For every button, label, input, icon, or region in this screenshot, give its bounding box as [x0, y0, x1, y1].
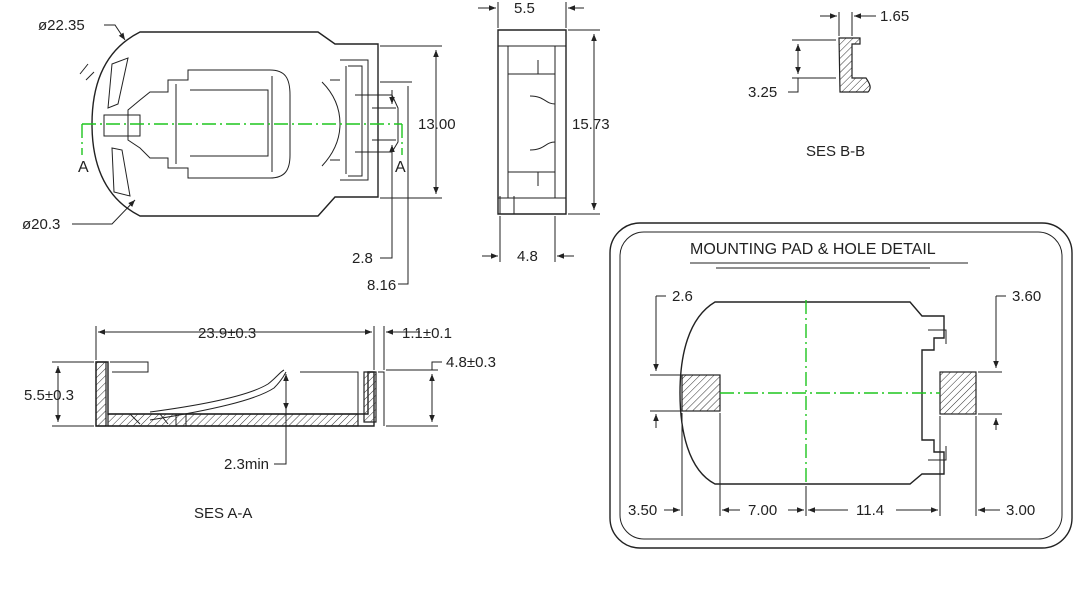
dim-aa-clearance: 2.3min: [224, 456, 269, 473]
dim-aa-length: 23.9±0.3: [198, 325, 256, 342]
pad-detail-panel: MOUNTING PAD & HOLE DETAIL 2.6 3.60 3.50…: [609, 222, 1073, 549]
right-pad: [939, 371, 977, 415]
section-bb-title: SES B-B: [806, 143, 865, 160]
dim-inner-diameter: ø20.3: [22, 216, 60, 233]
dim-a: 3.50: [628, 502, 657, 519]
dim-outer-diameter: ø22.35: [38, 17, 85, 34]
left-pad: [681, 374, 721, 412]
dim-aa-height-right: 4.8±0.3: [446, 354, 496, 371]
battery-cavity: [127, 69, 291, 179]
dim-height: 15.73: [572, 116, 610, 133]
outer-frame: [609, 222, 1073, 549]
section-mark-right: A: [395, 159, 406, 176]
dim-bb-height: 3.25: [748, 84, 777, 101]
dim-c: 11.4: [856, 502, 884, 519]
holder-outline: [91, 31, 379, 217]
dim-aa-height-left: 5.5±0.3: [24, 387, 74, 404]
top-view: A A ø22.35 ø20.3 13.00 2.8 8.16: [22, 17, 456, 294]
section-bb-profile: [838, 37, 871, 93]
dim-right-pad: 3.60: [1012, 288, 1041, 305]
section-mark-left: A: [78, 159, 89, 176]
dim-aa-tab: 1.1±0.1: [402, 325, 452, 342]
dim-b: 7.00: [748, 502, 777, 519]
pad-holder-outline: [679, 301, 945, 485]
dim-spring-width: 2.8: [352, 250, 373, 267]
pad-detail-title: MOUNTING PAD & HOLE DETAIL: [690, 241, 936, 258]
side-outline: [497, 29, 567, 215]
dim-left-pad: 2.6: [672, 288, 693, 305]
section-aa-title: SES A-A: [194, 505, 252, 522]
dim-d: 3.00: [1006, 502, 1035, 519]
side-view: 5.5 15.73 4.8: [478, 0, 610, 265]
spring-contact: [321, 59, 369, 181]
dim-width-top: 5.5: [514, 0, 535, 17]
dim-width-bottom: 4.8: [517, 248, 538, 265]
inner-frame: [619, 231, 1063, 540]
dim-bb-thickness: 1.65: [880, 8, 909, 25]
dim-spring-offset: 8.16: [367, 277, 396, 294]
section-aa: 23.9±0.3 1.1±0.1 5.5±0.3 4.8±0.3 2.3min …: [24, 325, 496, 522]
dim-height-inner: 13.00: [418, 116, 456, 133]
section-bb: 1.65 3.25 SES B-B: [748, 8, 909, 160]
